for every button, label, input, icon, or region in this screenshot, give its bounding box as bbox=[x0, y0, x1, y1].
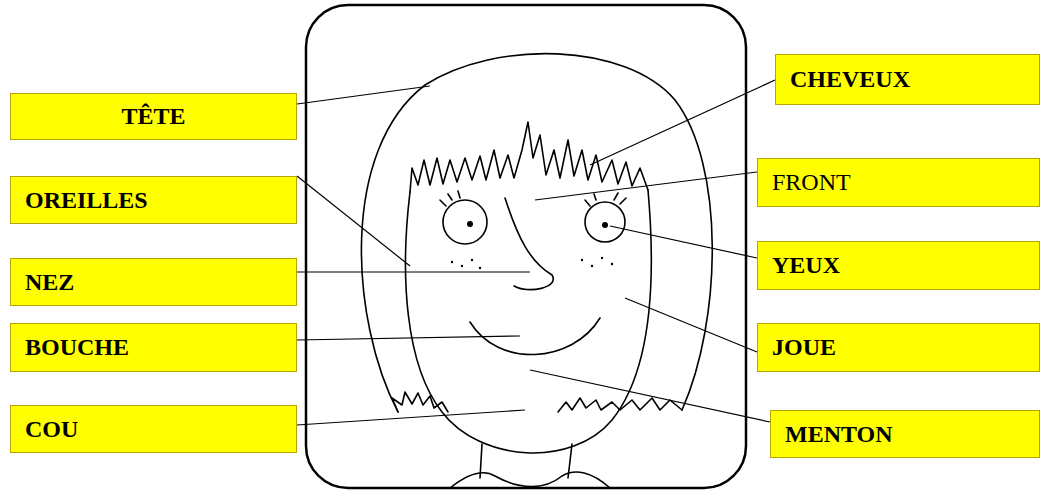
face-outline bbox=[405, 190, 651, 453]
leader-line bbox=[535, 172, 757, 200]
leader-line bbox=[297, 86, 430, 104]
label-box: FRONT bbox=[757, 158, 1040, 207]
leader-line bbox=[297, 271, 530, 272]
part-name: CHEVEUX bbox=[790, 66, 910, 93]
leader-lines bbox=[297, 80, 775, 425]
label-box: NEZ bbox=[10, 258, 297, 306]
neck bbox=[480, 444, 572, 478]
part-name: BOUCHE bbox=[25, 334, 129, 361]
freckle bbox=[581, 259, 583, 261]
label-box: MENTON bbox=[770, 410, 1040, 458]
part-name: FRONT bbox=[772, 169, 851, 196]
pupils-and-freckles bbox=[451, 221, 613, 269]
collar bbox=[450, 472, 610, 488]
label-box: YEUX bbox=[757, 241, 1040, 290]
part-name: YEUX bbox=[772, 252, 840, 279]
hair-outline bbox=[361, 54, 712, 412]
hair-fringe bbox=[410, 122, 648, 192]
label-box: CHEVEUX bbox=[775, 54, 1040, 105]
leader-line bbox=[530, 370, 770, 422]
left-eye bbox=[443, 200, 487, 244]
leader-line bbox=[297, 336, 520, 340]
pupil bbox=[602, 222, 608, 228]
leader-line bbox=[590, 80, 775, 165]
freckle bbox=[461, 265, 463, 267]
freckle bbox=[471, 259, 473, 261]
part-name: OREILLES bbox=[25, 187, 148, 214]
label-box: OREILLES bbox=[10, 176, 297, 224]
leader-line bbox=[610, 226, 757, 258]
part-name: NEZ bbox=[25, 269, 74, 296]
label-box: JOUE bbox=[757, 323, 1040, 372]
freckle bbox=[591, 265, 593, 267]
eyelashes bbox=[440, 191, 626, 206]
leader-line bbox=[297, 410, 525, 425]
picture-frame bbox=[306, 5, 746, 488]
freckle bbox=[611, 263, 613, 265]
freckle bbox=[451, 261, 453, 263]
leader-line bbox=[297, 176, 410, 266]
freckle bbox=[479, 267, 481, 269]
part-name: MENTON bbox=[785, 421, 893, 448]
freckle bbox=[601, 257, 603, 259]
pupil bbox=[467, 221, 473, 227]
part-name: JOUE bbox=[772, 334, 836, 361]
part-name: COU bbox=[25, 416, 78, 443]
label-box: BOUCHE bbox=[10, 323, 297, 372]
nose bbox=[505, 198, 553, 290]
part-name: TÊTE bbox=[121, 103, 185, 130]
leader-line bbox=[625, 298, 757, 352]
label-box: TÊTE bbox=[10, 93, 297, 140]
face-drawing bbox=[361, 54, 712, 488]
right-eye bbox=[585, 202, 625, 242]
label-box: COU bbox=[10, 405, 297, 453]
